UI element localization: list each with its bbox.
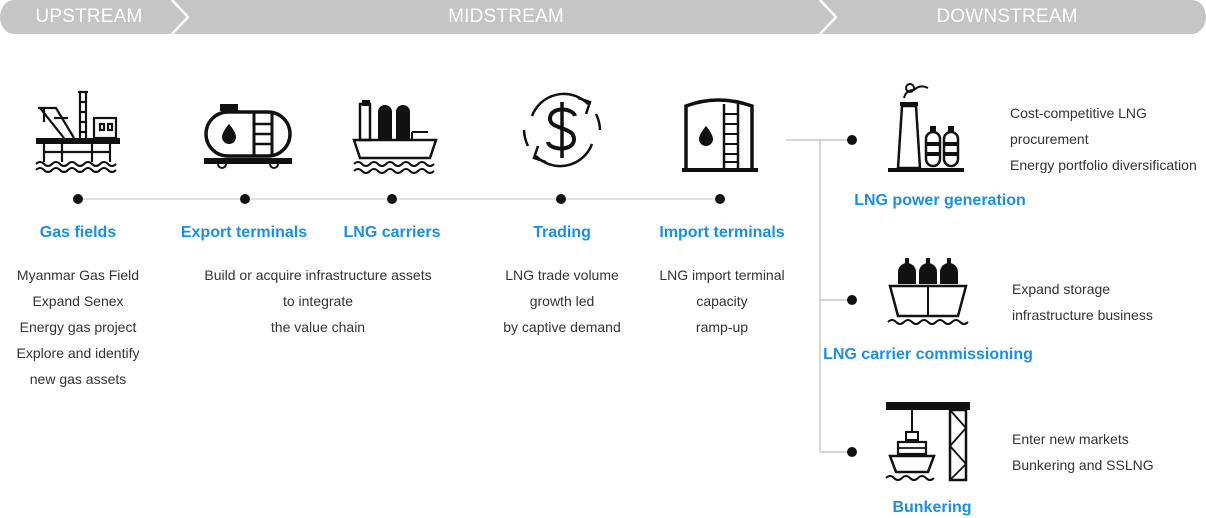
power-plant-icon bbox=[888, 83, 964, 172]
timeline-dot bbox=[387, 194, 397, 204]
lng-ship-icon bbox=[352, 100, 438, 174]
timeline-dot bbox=[240, 194, 250, 204]
stage-upstream: UPSTREAM bbox=[35, 6, 143, 27]
step-title-export-terminals: Export terminals bbox=[180, 224, 308, 241]
downstream-title-bunkering: Bunkering bbox=[892, 499, 972, 516]
lng-carrier-icon bbox=[887, 258, 969, 325]
step-title-import-terminals: Import terminals bbox=[659, 224, 785, 241]
stage-downstream: DOWNSTREAM bbox=[936, 6, 1078, 27]
stage-midstream: MIDSTREAM bbox=[448, 6, 564, 27]
branch-dot bbox=[847, 135, 857, 145]
timeline-dot bbox=[715, 194, 725, 204]
dollar-cycle-icon bbox=[522, 92, 602, 168]
branch-dot bbox=[847, 295, 857, 305]
timeline-dot bbox=[556, 194, 566, 204]
branch-dot bbox=[847, 447, 857, 457]
step-title-gas-fields: Gas fields bbox=[39, 224, 117, 241]
bunkering-crane-icon bbox=[885, 402, 970, 482]
step-title-lng-carriers: LNG carriers bbox=[343, 224, 441, 241]
offshore-rig-icon bbox=[35, 90, 120, 173]
timeline-dot bbox=[73, 194, 83, 204]
downstream-title-carrier-commissioning: LNG carrier commissioning bbox=[823, 346, 1033, 363]
stage-banner bbox=[0, 0, 1206, 34]
import-tank-icon bbox=[682, 98, 758, 172]
step-title-trading: Trading bbox=[533, 224, 591, 241]
downstream-title-power-generation: LNG power generation bbox=[854, 192, 1026, 209]
storage-tank-icon bbox=[204, 104, 292, 169]
